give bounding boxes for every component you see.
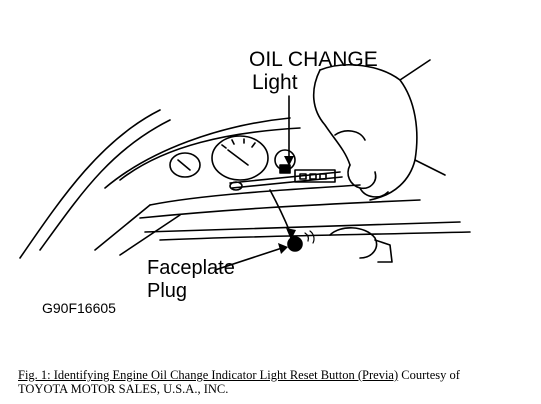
- faceplate-plug-hand-icon: [329, 227, 393, 263]
- oil-change-light-label: Light: [252, 71, 298, 94]
- hand-icon: [312, 59, 446, 201]
- caption-credit-prefix: Courtesy of: [398, 368, 460, 382]
- caption-credit-source: TOYOTA MOTOR SALES, U.S.A., INC.: [18, 382, 229, 396]
- faceplate-leader-line: [214, 247, 283, 271]
- faceplate-plug-icon: [287, 236, 303, 252]
- caption-title: Fig. 1: Identifying Engine Oil Change In…: [18, 368, 399, 382]
- dashboard-outline: [19, 109, 471, 259]
- faceplate-label: Faceplate: [147, 257, 235, 279]
- tool-icon: [229, 171, 343, 191]
- arrow-down-icon: [269, 189, 291, 233]
- oil-change-label: OIL CHANGE: [249, 48, 378, 71]
- figure-code: G90F16605: [42, 300, 116, 316]
- figure-caption: Fig. 1: Identifying Engine Oil Change In…: [18, 368, 533, 396]
- faceplate-plug-label: Plug: [147, 280, 188, 302]
- oil-change-light-indicator: [279, 164, 291, 174]
